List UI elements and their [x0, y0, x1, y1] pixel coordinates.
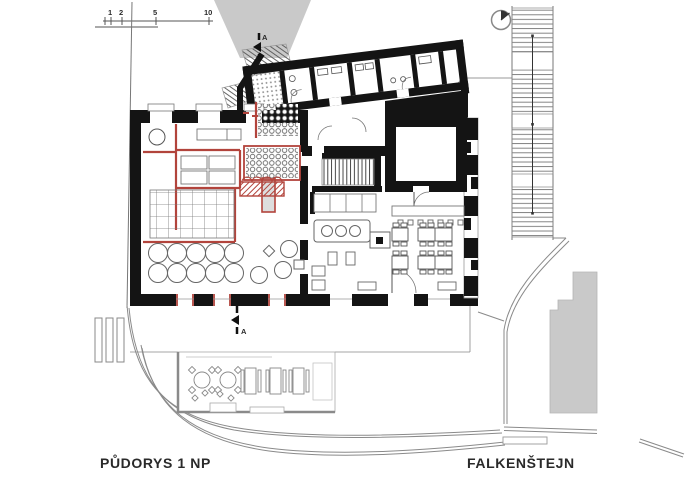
wall-bench — [391, 205, 465, 217]
planters — [94, 317, 125, 363]
adjacent-building — [549, 271, 598, 414]
red-counter — [239, 176, 285, 197]
section-label-bottom: A — [241, 327, 247, 336]
window-bays — [147, 103, 265, 112]
scale-mark-2: 2 — [119, 8, 123, 17]
section-marker-top: A — [253, 33, 268, 61]
scale-mark-1: 1 — [108, 8, 112, 17]
plan-title: PŮDORYS 1 NP — [100, 453, 211, 471]
keg-rack-1 — [258, 104, 298, 136]
interior-stair — [321, 158, 375, 186]
scale-bar — [95, 17, 213, 28]
wing-junction-wall — [385, 90, 468, 118]
tank — [148, 128, 166, 146]
scale-bar-labels: 1 2 5 10 — [108, 8, 212, 17]
restaurant-tables — [391, 222, 453, 275]
project-title: FALKENŠTEJN — [467, 454, 575, 471]
upper-wing — [242, 39, 470, 117]
right-wall — [463, 117, 479, 299]
left-wing-interior — [143, 102, 305, 284]
drawing-labels: PŮDORYS 1 NP FALKENŠTEJN — [100, 453, 575, 471]
crosswalk-mark — [502, 436, 548, 445]
keg-rack-2 — [246, 148, 298, 178]
bar-stools — [397, 219, 464, 226]
equipment-benches — [180, 155, 236, 185]
terrace-round-tables — [187, 365, 243, 402]
section-marker-bottom: A — [231, 306, 247, 336]
kitchen-grid — [149, 189, 235, 239]
restaurant — [357, 205, 465, 291]
scale-mark-10: 10 — [204, 8, 212, 17]
scale-mark-5: 5 — [153, 8, 157, 17]
bottom-windows — [176, 268, 450, 306]
site-plan: 1 2 5 10 — [94, 0, 685, 458]
driveway-area — [214, 0, 311, 58]
tiled-floor — [251, 71, 284, 108]
sanitary-fixtures — [288, 55, 432, 96]
terrace — [130, 306, 471, 414]
building-floor-plan — [130, 39, 479, 306]
site-boundary-line — [126, 1, 133, 309]
central-core — [310, 153, 391, 291]
section-label-top: A — [262, 33, 268, 42]
road-curves — [126, 237, 685, 458]
outdoor-staircase — [511, 6, 554, 240]
terrace-long-tables — [240, 362, 333, 401]
fermentation-tanks — [148, 240, 305, 284]
square-room — [385, 116, 467, 208]
north-arrow-icon — [490, 9, 512, 31]
service-counter — [313, 193, 377, 213]
outer-walls — [130, 103, 479, 306]
window-benches — [357, 281, 457, 291]
